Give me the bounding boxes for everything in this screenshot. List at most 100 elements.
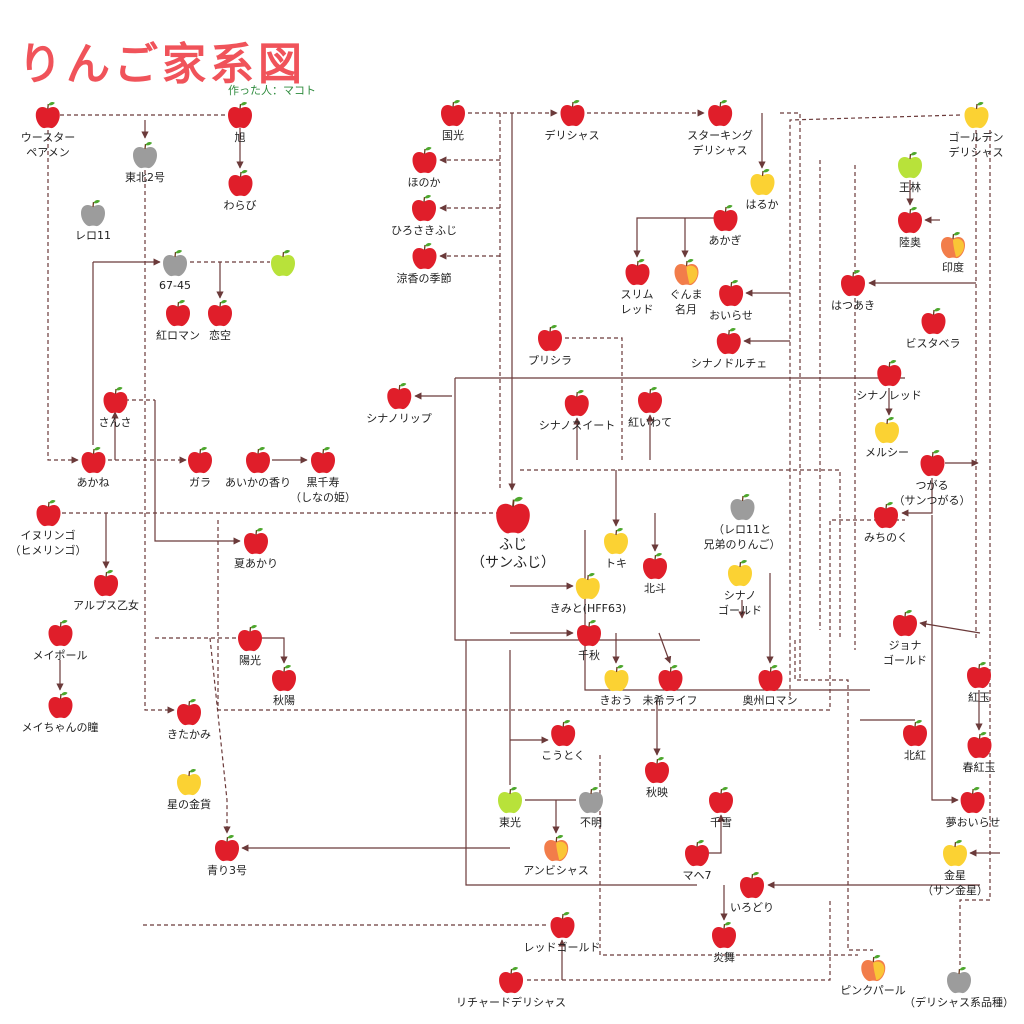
apple-label: スターキング bbox=[687, 129, 753, 142]
apple-label: 紅玉 bbox=[968, 691, 990, 704]
apple-node-irodori: いろどり bbox=[730, 870, 774, 915]
apple-icon bbox=[947, 967, 971, 994]
connector-line bbox=[794, 640, 873, 951]
apple-label: 東光 bbox=[499, 816, 521, 829]
connector-line bbox=[144, 170, 175, 714]
apple-icon bbox=[874, 502, 898, 529]
author-credit: 作った人：マコト bbox=[228, 84, 316, 97]
apple-icon bbox=[893, 610, 917, 637]
apple-icon bbox=[208, 300, 232, 327]
apple-sublabel: （しなの姫） bbox=[290, 491, 356, 504]
apple-label: シナノスイート bbox=[538, 419, 616, 432]
apple-icon bbox=[920, 450, 944, 477]
apple-node-meichan: メイちゃんの瞳 bbox=[22, 690, 99, 735]
apple-label: 陽光 bbox=[239, 654, 261, 667]
apple-icon bbox=[81, 447, 105, 474]
apple-node-honoka: ほのか bbox=[408, 145, 441, 190]
apple-label: 陸奥 bbox=[899, 236, 921, 249]
apple-node-hokko: 北紅 bbox=[900, 718, 930, 763]
apple-label: ほのか bbox=[407, 176, 441, 189]
apple-node-beniiwate: 紅いわて bbox=[628, 385, 672, 430]
apple-icon bbox=[674, 259, 698, 286]
apple-label: メイちゃんの瞳 bbox=[21, 721, 99, 734]
apple-node-oshuroman: 奥州ロマン bbox=[743, 663, 798, 708]
connector-line bbox=[465, 640, 697, 886]
apple-node-asahi: 旭 bbox=[225, 100, 255, 145]
apple-icon bbox=[841, 270, 865, 297]
apple-label: アンビシャス bbox=[523, 864, 589, 877]
apple-icon bbox=[716, 328, 741, 355]
apple-label: 青り3号 bbox=[207, 864, 247, 877]
apple-label: きたかみ bbox=[167, 728, 211, 741]
connector-line bbox=[901, 478, 933, 517]
apple-sublabel: 兄弟のりんご） bbox=[703, 538, 781, 551]
apple-label: きみと(HFF63) bbox=[549, 602, 627, 615]
apple-icon bbox=[638, 387, 662, 414]
apple-node-shuyo: 秋陽 bbox=[269, 663, 299, 708]
apple-label: いろどり bbox=[730, 901, 774, 914]
apple-node-deliciousseed: （デリシャス系品種） bbox=[904, 965, 1014, 1010]
apple-node-bisutabera: ビスタベラ bbox=[906, 306, 961, 351]
apple-node-shinanolip: シナノリップ bbox=[366, 381, 432, 426]
apple-icon bbox=[685, 840, 709, 867]
apple-node-rero11: レロ11 bbox=[75, 198, 111, 243]
apple-label: ピンクパール bbox=[840, 984, 906, 997]
apple-label: 千雪 bbox=[710, 816, 732, 829]
apple-icon bbox=[604, 528, 628, 555]
apple-icon bbox=[386, 383, 411, 410]
apple-node-senshu: 千秋 bbox=[574, 618, 604, 663]
apple-node-hokuto: 北斗 bbox=[640, 551, 670, 596]
apple-node-aikanokaori: あいかの香り bbox=[225, 445, 291, 490]
apple-icon bbox=[48, 692, 72, 719]
apple-icon bbox=[875, 417, 899, 444]
apple-icon bbox=[311, 447, 335, 474]
apple-node-toko: 東光 bbox=[495, 785, 525, 830]
apple-label: はつあき bbox=[831, 299, 875, 312]
apple-sublabel: （ヒメリンゴ） bbox=[9, 544, 87, 557]
apple-icon bbox=[625, 259, 649, 286]
apple-sublabel: ペアメン bbox=[26, 146, 70, 159]
apple-icon bbox=[163, 250, 187, 277]
apple-node-mutsu: 陸奥 bbox=[895, 205, 925, 250]
connector-line bbox=[154, 400, 241, 545]
apple-node-tohoku2: 東北2号 bbox=[125, 140, 165, 185]
apple-node-slimred: スリムレッド bbox=[621, 257, 654, 317]
apple-label: 旭 bbox=[234, 131, 246, 144]
apple-icon bbox=[103, 387, 127, 414]
apple-icon bbox=[750, 169, 774, 196]
apple-label: 不明 bbox=[580, 816, 602, 829]
apple-label: ビスタベラ bbox=[905, 337, 961, 350]
apple-node-shinanored: シナノレッド bbox=[856, 358, 922, 403]
apple-node-sansa: さんさ bbox=[99, 385, 132, 430]
apple-label: 北紅 bbox=[904, 749, 926, 762]
connector-line bbox=[633, 217, 737, 258]
apple-node-fuji: ふじ（サンふじ） bbox=[471, 494, 555, 572]
apple-sublabel: 名月 bbox=[675, 303, 697, 316]
apple-icon bbox=[238, 625, 262, 652]
apple-node-kitakami: きたかみ bbox=[167, 697, 211, 742]
apple-label: マヘ7 bbox=[682, 869, 712, 882]
apple-icon bbox=[228, 102, 252, 129]
apple-icon bbox=[707, 100, 732, 127]
connector-line bbox=[527, 900, 831, 981]
apple-label: デリシャス bbox=[544, 129, 600, 142]
apple-icon bbox=[943, 840, 967, 867]
apple-sublabel: （サンふじ） bbox=[471, 555, 555, 571]
apple-node-fumei: 不明 bbox=[576, 785, 606, 830]
apple-icon bbox=[48, 620, 72, 647]
apple-icon bbox=[898, 152, 922, 179]
apple-label: つがる bbox=[915, 479, 949, 492]
apple-icon bbox=[898, 207, 922, 234]
apple-node-delicious: デリシャス bbox=[545, 98, 600, 143]
apple-label: 秋陽 bbox=[273, 694, 295, 707]
apple-node-akagi: あかぎ bbox=[709, 203, 742, 248]
apple-icon bbox=[244, 528, 268, 555]
apple-node-indo: 印度 bbox=[938, 230, 968, 275]
apple-node-michinoku: みちのく bbox=[864, 500, 908, 545]
apple-icon bbox=[941, 232, 965, 259]
apple-icon bbox=[921, 308, 945, 335]
apple-sublabel: （サン金星） bbox=[922, 884, 988, 897]
apple-node-green1 bbox=[268, 248, 298, 278]
apple-icon bbox=[215, 835, 239, 862]
apple-icon bbox=[967, 662, 991, 689]
